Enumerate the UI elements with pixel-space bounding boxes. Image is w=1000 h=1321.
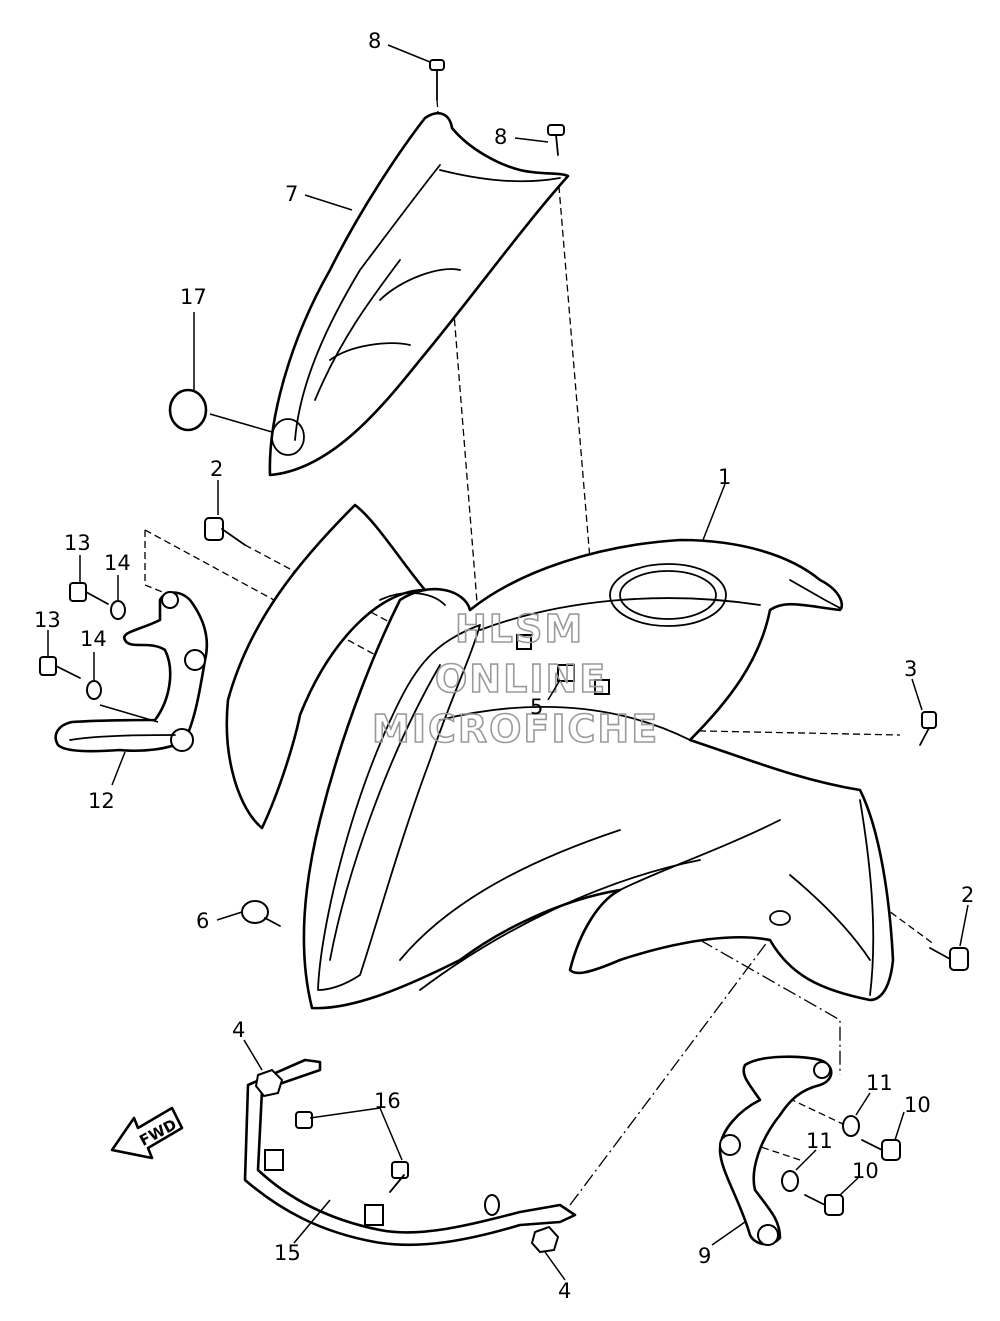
callout-8-right: 8 [494,125,507,149]
callout-13-top: 13 [64,531,91,555]
watermark-line-1: HLSM [455,607,584,651]
emblem [168,388,208,432]
callout-10-top: 10 [904,1093,931,1117]
callout-2-left: 2 [210,457,223,481]
callout-5: 5 [530,695,543,719]
callout-8-top: 8 [368,29,381,53]
callout-7: 7 [285,182,298,206]
top-panel [268,112,570,477]
callout-11-top: 11 [866,1071,893,1095]
hardware [39,59,969,1254]
front-fender [225,503,895,1010]
clip-nuts [516,634,610,695]
callout-6: 6 [196,909,209,933]
callout-14-top: 14 [104,551,131,575]
callout-14-bottom: 14 [80,627,107,651]
callout-2-right: 2 [961,883,974,907]
left-bracket [54,591,209,753]
callout-15: 15 [274,1241,301,1265]
callout-4-bottom: 4 [558,1279,571,1303]
watermark: HLSM ONLINE MICROFICHE [371,606,659,752]
fwd-arrow: FWD [110,1106,184,1160]
callout-4-top: 4 [232,1018,245,1042]
callout-10-bottom: 10 [852,1159,879,1183]
callout-9: 9 [698,1244,711,1268]
callout-11-bottom: 11 [806,1129,833,1153]
leader-lines [47,44,969,1281]
right-bracket [718,1055,833,1246]
callout-17: 17 [180,285,207,309]
lower-stay [243,1058,577,1247]
watermark-line-2: ONLINE [435,657,607,701]
callout-12: 12 [88,789,115,813]
watermark-line-3: MICROFICHE [372,707,659,751]
callout-16: 16 [374,1089,401,1113]
callout-labels: 8 8 7 17 2 1 13 14 13 14 3 5 12 2 6 4 11… [34,29,974,1303]
callout-13-bottom: 13 [34,608,61,632]
callout-3: 3 [904,657,917,681]
callout-1: 1 [718,465,731,489]
